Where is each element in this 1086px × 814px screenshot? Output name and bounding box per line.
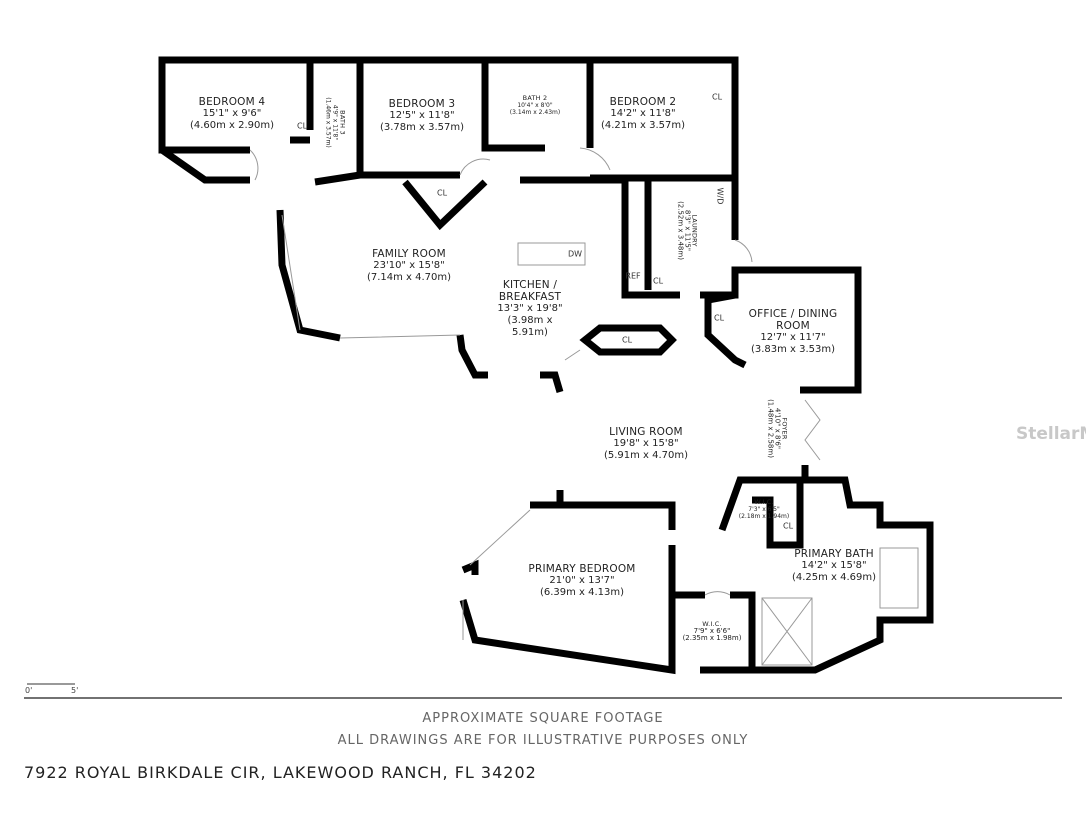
wall-bed4-bath3 — [290, 60, 460, 186]
foyer-doors — [564, 349, 821, 461]
room-name: KITCHEN / BREAKFAST — [498, 279, 562, 303]
wall-wic — [672, 591, 756, 674]
room-name: PRIMARY BEDROOM — [528, 563, 636, 575]
wall-living-primary — [459, 490, 676, 675]
room-name: OFFICE / DINING ROOM — [748, 308, 838, 332]
room-dims: 12'7" x 11'7" — [760, 332, 826, 343]
scale-start: 0' — [25, 686, 33, 695]
footer-disclaimer: ALL DRAWINGS ARE FOR ILLUSTRATIVE PURPOS… — [337, 733, 749, 748]
room-dims: 7'3" x 6'5" — [748, 506, 780, 513]
property-address: 7922 ROYAL BIRKDALE CIR, LAKEWOOD RANCH,… — [24, 763, 537, 782]
room-metric: (4.60m x 2.90m) — [189, 120, 275, 131]
room-dims: 13'3" x 19'8" — [497, 303, 563, 314]
room-dims: 4'9" x 11'8" — [331, 104, 339, 141]
room-name: BATH 3 — [338, 110, 347, 135]
scale-end: 5' — [71, 686, 79, 695]
room-metric: (4.25m x 4.69m) — [791, 572, 877, 583]
kitchen-island — [517, 242, 586, 266]
closet-label: CL — [652, 276, 664, 286]
room-dims: 8'3" x 11'5" — [683, 209, 692, 252]
wall-cl-kitchen — [579, 324, 677, 356]
room-wic: W.I.C.7'9" x 6'6"(2.35m x 1.98m) — [683, 621, 742, 642]
room-metric: (2.52m x 3.48m) — [676, 201, 685, 260]
room-name: LAUNDRY — [690, 214, 699, 247]
room-metric: (6.39m x 4.13m) — [539, 587, 625, 598]
closet-label: CL — [713, 313, 725, 323]
room-dims: 15'1" x 9'6" — [202, 108, 262, 119]
room-wic-bath: W.I.C.7'3" x 6'5"(2.18m x 1.94m) — [738, 498, 790, 521]
door-swings — [249, 147, 753, 596]
wall-primary-bath — [718, 465, 934, 674]
closet-label: CL — [782, 521, 794, 531]
room-name: FOYER — [780, 417, 789, 440]
room-name: FAMILY ROOM — [372, 248, 446, 260]
room-metric: (2.35m x 1.98m) — [682, 634, 742, 642]
room-dims: 14'2" x 15'8" — [801, 560, 867, 571]
tub — [879, 547, 919, 609]
wall-family-left — [276, 209, 564, 393]
room-metric: (1.46m x 3.57m) — [324, 97, 332, 148]
room-metric: (1.48m x 2.58m) — [766, 399, 775, 458]
room-dims: 7'9" x 6'6" — [693, 627, 731, 635]
window-primary — [462, 509, 531, 640]
wall-bedroom4-angle — [159, 147, 250, 184]
room-name: BEDROOM 3 — [388, 98, 456, 110]
room-metric: (3.98m x 5.91m) — [507, 315, 553, 338]
room-metric: (7.14m x 4.70m) — [366, 272, 452, 283]
closet-label: CL — [296, 121, 308, 131]
wall-kitchen — [520, 176, 680, 299]
dishwasher-label: DW — [567, 249, 583, 259]
room-metric: (5.91m x 4.70m) — [603, 450, 689, 461]
room-metric: (3.78m x 3.57m) — [379, 122, 465, 133]
wall-closet-bed3 — [402, 179, 488, 231]
room-dims: 23'10" x 15'8" — [373, 260, 445, 271]
room-dims: 12'5" x 11'8" — [389, 110, 455, 121]
room-name: W.I.C. — [754, 498, 774, 506]
room-metric: (2.18m x 1.94m) — [738, 513, 790, 520]
room-metric: (4.21m x 3.57m) — [600, 120, 686, 131]
closet-label: CL — [711, 92, 723, 102]
window-family — [281, 214, 461, 339]
wall-top-block — [158, 56, 739, 182]
closet-label: CL — [436, 188, 448, 198]
shower-primary — [761, 597, 813, 666]
wall-bath2 — [481, 60, 594, 152]
closet-label: CL — [621, 335, 633, 345]
room-dims: 4'10" x 8'6" — [773, 407, 782, 450]
refrigerator-label: REF — [625, 271, 641, 281]
room-metric: (3.14m x 2.43m) — [509, 109, 561, 116]
room-metric: (3.83m x 3.53m) — [750, 344, 836, 355]
room-name: BEDROOM 2 — [609, 96, 677, 108]
room-name: PRIMARY BATH — [794, 548, 874, 560]
watermark: StellarMLS — [1016, 424, 1086, 444]
footer-footage: APPROXIMATE SQUARE FOOTAGE — [422, 711, 664, 726]
room-name: BEDROOM 4 — [198, 96, 266, 108]
room-dims: 10'4" x 8'0" — [517, 102, 553, 109]
washer-dryer-label: W/D — [715, 187, 725, 205]
room-name: LIVING ROOM — [609, 426, 683, 438]
room-dims: 19'8" x 15'8" — [613, 438, 679, 449]
wall-office-left — [704, 291, 747, 369]
room-dims: 14'2" x 11'8" — [610, 108, 676, 119]
room-name: W.I.C. — [702, 620, 722, 628]
room-name: BATH 2 — [522, 94, 548, 102]
room-dims: 21'0" x 13'7" — [549, 575, 615, 586]
